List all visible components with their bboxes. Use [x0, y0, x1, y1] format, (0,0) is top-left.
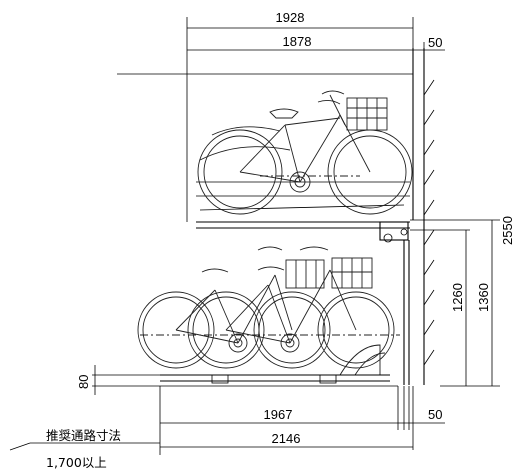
aisle-note: [9, 442, 160, 451]
bottom-inner-width-label: 1967: [264, 407, 293, 422]
base-rail: [92, 365, 398, 395]
lower-bicycles: [137, 246, 400, 376]
top-wall-gap-label: 50: [428, 35, 442, 50]
aisle-note-label: 推奨通路寸法: [46, 428, 121, 443]
base-height-label: 80: [76, 375, 91, 389]
bottom-wall-gap-label: 50: [428, 407, 442, 422]
upper-tray-height-label: 1360: [476, 283, 491, 312]
wall: [412, 48, 435, 385]
top-overall-width-label: 1928: [276, 10, 305, 25]
upper-bicycle: [197, 90, 413, 215]
total-height-label: 2550: [500, 216, 512, 245]
bottom-dimension-lines: [159, 386, 445, 455]
bottom-overall-width-label: 2146: [272, 431, 301, 446]
aisle-note-value: 1,700以上: [46, 455, 107, 470]
lower-to-upper-label: 1260: [450, 283, 465, 312]
upper-tray-frame: [186, 70, 410, 385]
top-inner-width-label: 1878: [283, 34, 312, 49]
top-dimension-lines: [117, 17, 445, 75]
right-dimension-lines: [410, 219, 500, 387]
